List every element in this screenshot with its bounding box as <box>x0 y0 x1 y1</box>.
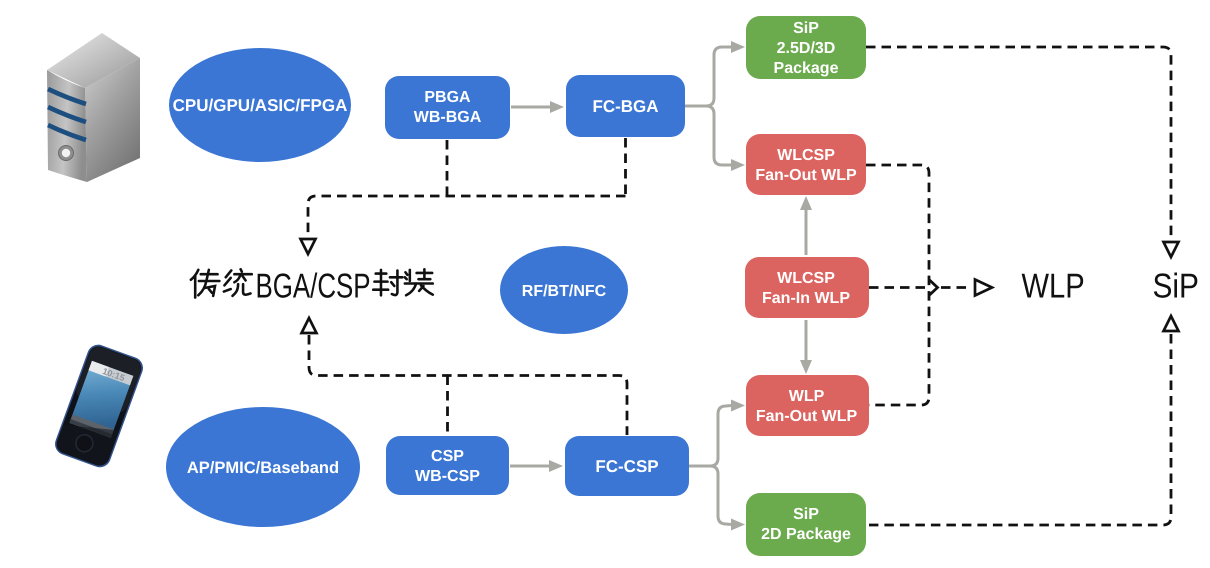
svg-text:WB-BGA: WB-BGA <box>414 109 482 126</box>
svg-text:CPU/GPU/ASIC/FPGA: CPU/GPU/ASIC/FPGA <box>173 96 348 115</box>
svg-text:Fan-Out WLP: Fan-Out WLP <box>755 167 857 184</box>
svg-text:FC-BGA: FC-BGA <box>592 97 658 116</box>
svg-text:PBGA: PBGA <box>424 89 471 106</box>
svg-text:2.5D/3D: 2.5D/3D <box>777 40 836 57</box>
svg-text:Package: Package <box>774 60 839 77</box>
svg-text:WLP: WLP <box>1022 268 1085 306</box>
svg-text:Fan-In WLP: Fan-In WLP <box>762 290 850 307</box>
svg-text:2D Package: 2D Package <box>761 526 851 543</box>
svg-text:Fan-Out WLP: Fan-Out WLP <box>756 408 858 425</box>
svg-text:SiP: SiP <box>1153 268 1199 306</box>
svg-text:WB-CSP: WB-CSP <box>415 468 480 485</box>
svg-text:SiP: SiP <box>793 506 819 523</box>
svg-text:CSP: CSP <box>431 448 464 465</box>
svg-text:FC-CSP: FC-CSP <box>595 457 658 476</box>
svg-text:WLCSP: WLCSP <box>777 270 835 287</box>
svg-text:WLCSP: WLCSP <box>777 147 835 164</box>
svg-text:WLP: WLP <box>789 388 825 405</box>
svg-text:AP/PMIC/Baseband: AP/PMIC/Baseband <box>187 459 339 477</box>
svg-text:RF/BT/NFC: RF/BT/NFC <box>522 283 607 300</box>
svg-text:SiP: SiP <box>793 20 819 37</box>
svg-text:BGA/CSP: BGA/CSP <box>256 268 371 306</box>
